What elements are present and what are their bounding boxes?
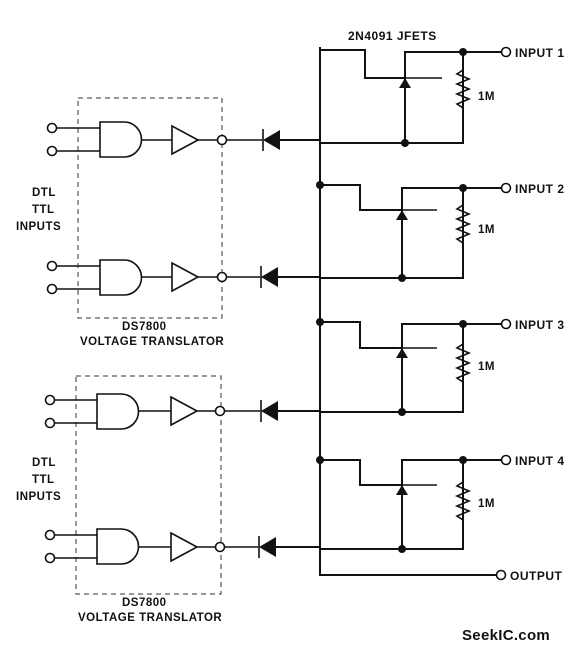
translator-label-bottom: VOLTAGE TRANSLATOR: [78, 612, 222, 624]
input-2-label: INPUT 2: [515, 182, 565, 196]
resistor-4-label: 1M: [478, 498, 495, 510]
jfet-stage-1: INPUT 1 1M: [319, 46, 565, 147]
input-4-label: INPUT 4: [515, 454, 565, 468]
inputs-label-top: INPUTS: [16, 221, 61, 233]
translator-label-top: VOLTAGE TRANSLATOR: [80, 336, 224, 348]
ds7800-label-bottom: DS7800: [122, 597, 167, 609]
jfet-stage-3: INPUT 3 1M: [316, 318, 565, 416]
gate-channel-1: [46, 121, 321, 158]
jfet-stage-4: INPUT 4 1M: [316, 454, 565, 553]
output-bus: [319, 47, 498, 576]
ds7800-box-top: [77, 97, 223, 319]
jfet-stage-2: INPUT 2 1M: [316, 181, 565, 282]
inputs-label-bottom: INPUTS: [16, 491, 61, 503]
resistor-3-label: 1M: [478, 361, 495, 373]
gate-channel-2: [46, 259, 321, 296]
dtl-label-bottom: DTL: [32, 457, 56, 469]
ds7800-label-top: DS7800: [122, 321, 167, 333]
output-label: OUTPUT: [510, 569, 563, 583]
watermark: SeekIC.com: [462, 627, 550, 644]
resistor-2-label: 1M: [478, 224, 495, 236]
ds7800-box-bottom: [75, 375, 222, 595]
ttl-label-bottom: TTL: [32, 474, 55, 486]
input-3-label: INPUT 3: [515, 318, 565, 332]
input-1-label: INPUT 1: [515, 46, 565, 60]
output-terminal[interactable]: [495, 569, 507, 581]
jfets-label: 2N4091 JFETS: [348, 29, 437, 43]
dtl-label-top: DTL: [32, 187, 56, 199]
resistor-1-label: 1M: [478, 91, 495, 103]
ttl-label-top: TTL: [32, 204, 55, 216]
gate-channel-3: [44, 393, 321, 430]
gate-channel-4: [44, 528, 321, 565]
